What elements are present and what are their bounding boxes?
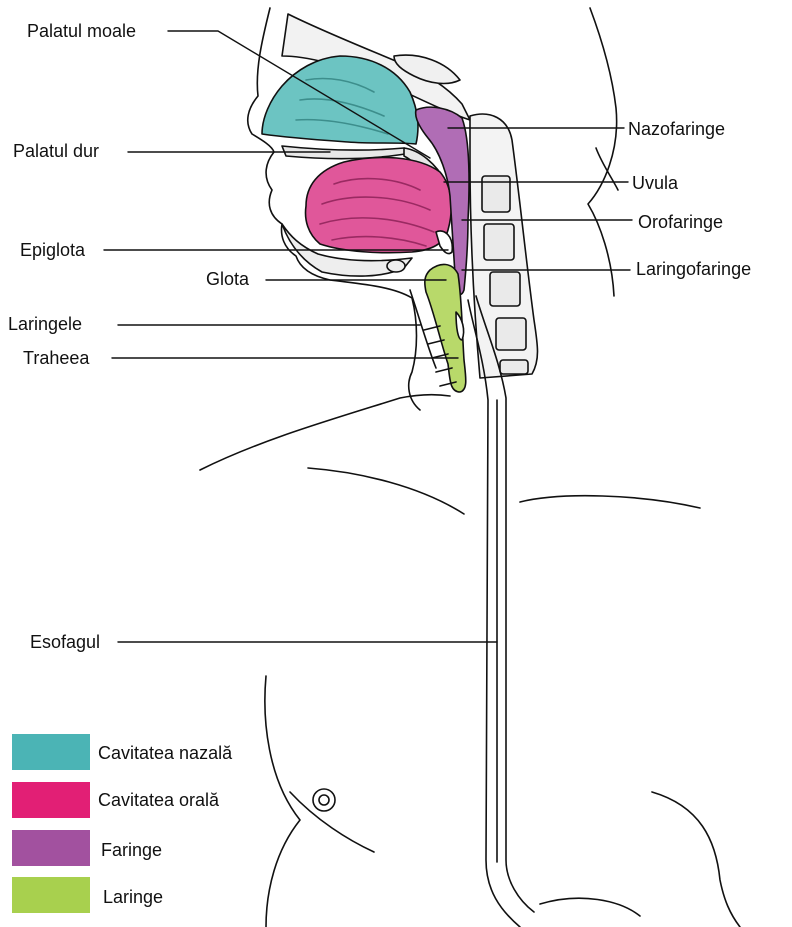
esophagus-outer-right — [475, 295, 535, 913]
hyoid — [386, 259, 406, 273]
label-laringele: Laringele — [8, 314, 83, 334]
legend-label-oral: Cavitatea orală — [98, 790, 220, 810]
nipple-outer — [312, 788, 336, 812]
ab-curve — [539, 897, 641, 917]
nasal-concha-bone — [393, 54, 461, 85]
label-glota: Glota — [206, 269, 250, 289]
nasal-turbinate-2 — [299, 98, 385, 117]
vertebra-3 — [489, 271, 521, 307]
chest-lower-curve — [289, 791, 375, 853]
vertebra-1 — [481, 175, 511, 213]
vocal-fold — [455, 311, 465, 341]
legend-swatch-oral — [12, 782, 90, 818]
nasal-turbinate-1 — [305, 77, 375, 93]
label-epiglota: Epiglota — [20, 240, 86, 260]
torso-right — [651, 791, 741, 927]
tongue-stripe-1 — [333, 177, 421, 191]
pharynx — [414, 106, 470, 296]
label-laringofaringe: Laringofaringe — [636, 259, 752, 279]
head-back-outline — [587, 7, 618, 297]
tongue-stripe-2 — [321, 196, 431, 211]
shoulder-line — [199, 393, 451, 471]
nipple-inner — [318, 794, 330, 806]
esophagus-outer-left — [467, 299, 521, 927]
legend-swatch-pharynx — [12, 830, 90, 866]
chest-curve-right — [519, 494, 701, 509]
nasal-turbinate-3 — [295, 118, 389, 135]
vertebra-4 — [495, 317, 527, 351]
label-palatul-dur: Palatul dur — [13, 141, 100, 161]
torso-left — [264, 675, 301, 927]
tongue-stripe-4 — [331, 235, 427, 247]
neck-back-line — [595, 147, 619, 191]
label-traheea: Traheea — [23, 348, 90, 368]
legend-swatch-larynx — [12, 877, 90, 913]
legend-swatch-nasal — [12, 734, 90, 770]
oral-cavity — [304, 156, 453, 254]
vertebra-2 — [483, 223, 515, 261]
label-palatul-moale: Palatul moale — [27, 21, 137, 41]
larynx-cartilage — [409, 289, 437, 369]
trachea-rings — [423, 325, 457, 387]
tongue-stripe-3 — [319, 217, 435, 233]
vertebra-5 — [499, 359, 529, 375]
larynx — [424, 263, 467, 393]
label-uvula: Uvula — [632, 173, 679, 193]
chest-curve-left — [307, 467, 465, 515]
legend-label-nasal: Cavitatea nazală — [98, 743, 233, 763]
legend-label-larynx: Laringe — [103, 887, 164, 907]
epiglottis — [435, 230, 454, 255]
label-nazofaringe: Nazofaringe — [628, 119, 726, 139]
label-esofagul: Esofagul — [30, 632, 101, 652]
nasal-cavity — [261, 55, 419, 145]
label-orofaringe: Orofaringe — [638, 212, 724, 232]
leader-palatul-moale — [167, 30, 431, 159]
legend-label-pharynx: Faringe — [101, 840, 163, 860]
